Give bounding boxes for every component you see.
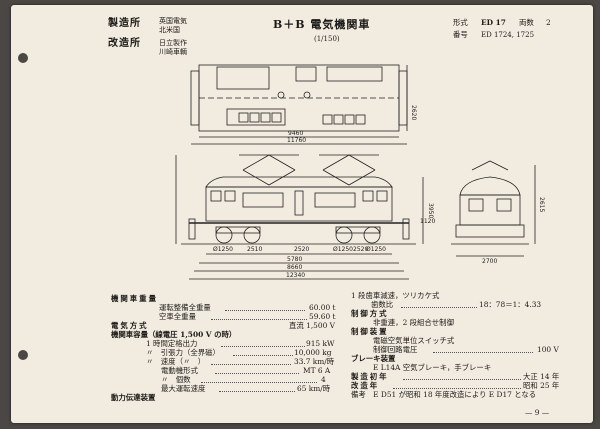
count-value: 2 <box>546 18 551 27</box>
spec-value: 33.7 km/時 <box>294 357 335 366</box>
spec-label: 動力伝達装置 <box>111 393 156 402</box>
binder-hole <box>18 350 28 360</box>
binder-hole <box>18 53 28 63</box>
spec-label: 運転整備全重量 <box>159 303 211 312</box>
dim-label: 11760 <box>287 137 306 144</box>
spec-label: 電動機形式 <box>161 366 198 375</box>
dim-label: Ø1250 <box>366 246 386 253</box>
dim-label: 9460 <box>288 130 303 137</box>
spec-value: 60.00 t <box>309 303 336 312</box>
spec-label: 1 段歯車減速，ツリカケ式 <box>351 291 440 300</box>
spec-value: 10,000 kg <box>294 348 332 357</box>
spec-label: 改造年 <box>351 381 380 390</box>
spec-value: 18：78＝1：4.33 <box>479 300 542 309</box>
spec-label: 電磁空気単位スイッチ式 <box>373 336 455 345</box>
spec-value: 4 <box>321 375 326 384</box>
spec-label: 機関車重量 <box>111 294 158 303</box>
dim-label: 2520 <box>294 246 309 253</box>
spec-label: ブレーキ装置 <box>351 354 396 363</box>
spec-value: MT 6 A <box>303 366 331 375</box>
document-page: 製造所 英国電気 北米国 改造所 日立製作 川崎車輌 B＋B 電気機関車 (1/… <box>11 5 593 423</box>
form-label: 形式 <box>453 18 468 27</box>
spec-value: 大正 14 年 <box>523 372 560 381</box>
form-value: ED 17 <box>481 18 506 27</box>
spec-label: 電気方式 <box>111 321 149 330</box>
spec-label: 非重連，2 段組合せ制御 <box>373 318 454 327</box>
scale-label: (1/150) <box>314 35 340 43</box>
spec-label: 備考 E D51 が昭和 18 年度改造により E D17 となる <box>351 390 537 399</box>
count-label: 両数 <box>519 18 534 27</box>
page-title: B＋B 電気機関車 <box>273 18 371 31</box>
spec-label: 制御装置 <box>351 327 389 336</box>
spec-value: 100 V <box>537 345 559 354</box>
modifier-label: 改造所 <box>108 38 141 49</box>
spec-label: 〃 個数 <box>161 375 191 384</box>
dim-label: 8660 <box>287 264 302 271</box>
spec-label: 制御回路電圧 <box>373 345 418 354</box>
manufacturer-label: 製造所 <box>108 18 141 29</box>
dim-label: Ø1250 <box>213 246 233 253</box>
dim-label: 2620 <box>410 105 417 120</box>
side-view-body <box>205 186 393 222</box>
modifier-name: 川崎車輌 <box>159 48 187 56</box>
spec-label: 製造初年 <box>351 372 389 381</box>
manufacturer-name: 北米国 <box>159 26 180 34</box>
dim-label: 2700 <box>482 258 497 265</box>
number-label: 番号 <box>453 30 468 39</box>
spec-label: 機関車容量（線電圧 1,500 V の時） <box>111 330 237 339</box>
spec-value: 昭和 25 年 <box>523 381 560 390</box>
spec-label: 最大運転速度 <box>161 384 206 393</box>
spec-label: 制御方式 <box>351 309 389 318</box>
dim-label: 1120 <box>420 218 435 225</box>
spec-value: 59.60 t <box>309 312 336 321</box>
spec-label: 空車全重量 <box>159 312 196 321</box>
manufacturer-name: 英国電気 <box>159 17 187 25</box>
spec-label: 〃 速度（〃 ） <box>146 357 206 366</box>
spec-value: 65 km/時 <box>297 384 331 393</box>
page-number: — 9 — <box>525 408 550 417</box>
spec-label: 歯数比 <box>371 300 394 309</box>
dim-label: 2520 <box>353 246 368 253</box>
modifier-name: 日立製作 <box>159 39 187 47</box>
dim-label: Ø1250 <box>333 246 353 253</box>
dim-label: 2510 <box>247 246 262 253</box>
spec-value: 直流 1,500 V <box>289 321 335 330</box>
number-value: ED 1724, 1725 <box>481 31 535 39</box>
dim-label: 3950 <box>427 203 434 218</box>
spec-label: 〃 引張力（全界磁） <box>146 348 220 357</box>
locomotive-drawing: 2620 9460 11760 3950 1120 Ø1250 2510 252… <box>175 64 545 280</box>
spec-label: 1 時間定格出力 <box>146 339 198 348</box>
spec-value: 915 kW <box>306 339 335 348</box>
spec-label: E L14A 空気ブレーキ，手ブレーキ <box>373 363 492 372</box>
dim-label: 12340 <box>286 272 305 279</box>
dim-label: 5780 <box>287 256 302 263</box>
dim-label: 2615 <box>538 197 545 212</box>
